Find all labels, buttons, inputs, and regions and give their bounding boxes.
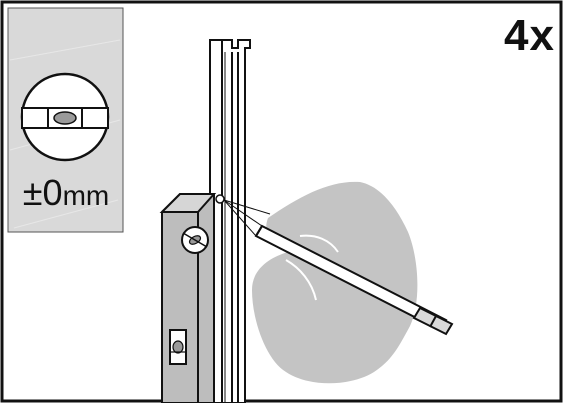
pencil-icon [254, 224, 454, 336]
tolerance-sign: ± [22, 172, 43, 213]
repeat-count-badge: 4x [504, 11, 555, 60]
tolerance-label: ±0mm [12, 173, 120, 216]
spirit-level-bubble-icon [20, 72, 110, 162]
door-frame-profile-icon [209, 39, 251, 403]
tolerance-unit: mm [62, 180, 110, 211]
detail-inset [7, 7, 124, 233]
spirit-level-icon [159, 193, 217, 403]
hand-with-pencil-icon [215, 181, 454, 384]
tolerance-value: 0 [42, 172, 63, 213]
